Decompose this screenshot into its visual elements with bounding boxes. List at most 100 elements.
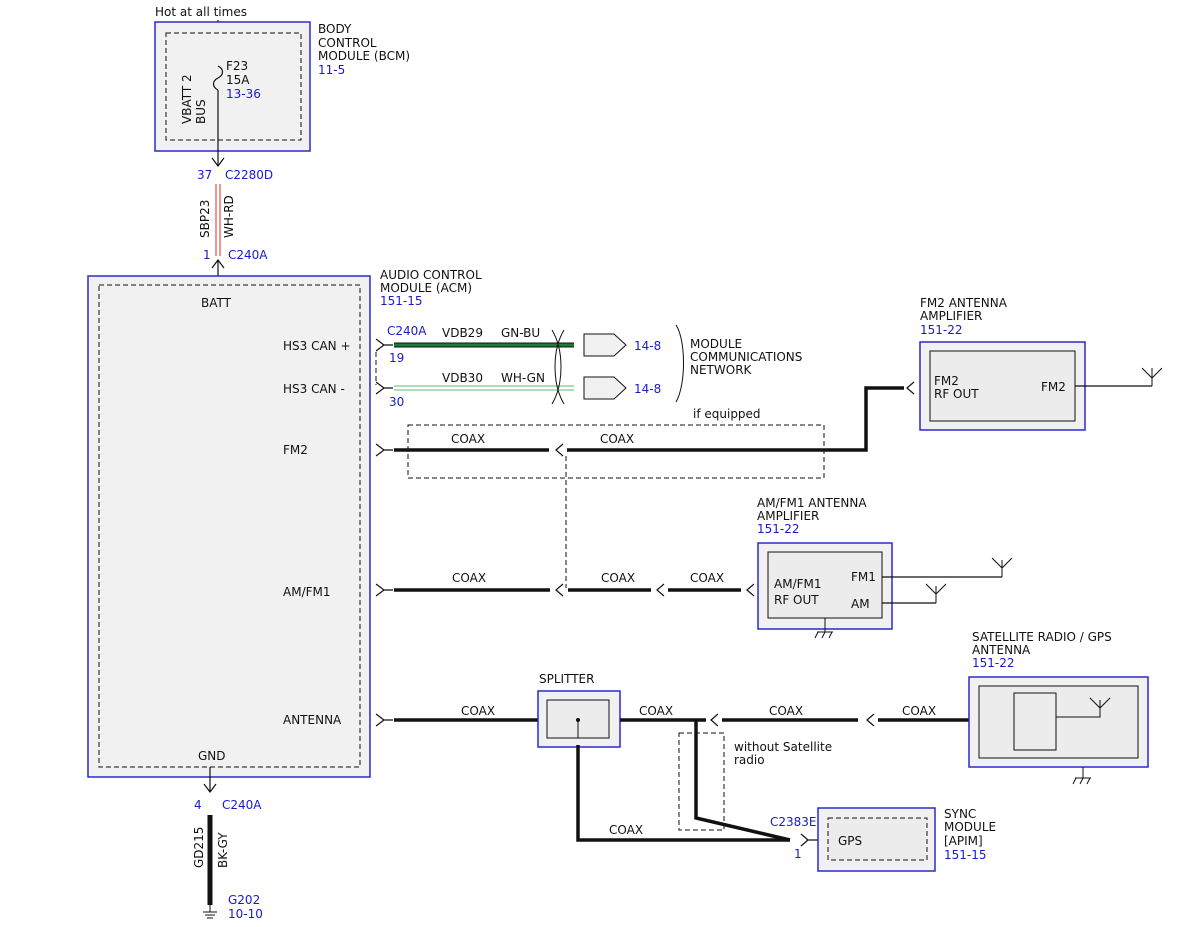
sync-name-3: [APIM] bbox=[944, 834, 983, 848]
amfm1-inline-connector-2 bbox=[656, 583, 665, 597]
fuse-ref: 13-36 bbox=[226, 87, 261, 101]
antenna-coax-label-3: COAX bbox=[769, 704, 803, 718]
fm2-coax-right bbox=[567, 386, 904, 452]
fuse-f23-symbol bbox=[212, 65, 224, 91]
fm2-coax-label-2: COAX bbox=[600, 432, 634, 446]
fuse-name: F23 bbox=[226, 59, 248, 73]
network-label-1: MODULE bbox=[690, 337, 742, 351]
antenna-inline-connector-2 bbox=[866, 713, 875, 727]
sync-name-2: MODULE bbox=[944, 820, 996, 834]
acm-pin-hs3-minus: HS3 CAN - bbox=[283, 382, 345, 396]
fuse-rating: 15A bbox=[226, 73, 250, 87]
vdb30-wire bbox=[394, 385, 574, 391]
acm-pin-hs3-plus: HS3 CAN + bbox=[283, 339, 351, 353]
amfm1-amp-ref: 151-22 bbox=[757, 522, 800, 536]
gps-coax-main bbox=[576, 745, 790, 842]
acm-pin-batt: BATT bbox=[201, 296, 232, 310]
sync-connector: C2383E bbox=[770, 815, 817, 829]
c240a-batt-pin: 1 bbox=[203, 248, 211, 262]
gps-coax-alt bbox=[694, 720, 791, 842]
gnd-connector-arrow bbox=[203, 783, 217, 793]
fm2-amp-fm2-pin: FM2 bbox=[1041, 380, 1066, 394]
can-minus-ref: 14-8 bbox=[634, 382, 661, 396]
sync-pin: 1 bbox=[794, 847, 802, 861]
bcm-module bbox=[154, 21, 311, 152]
fm2-coax-label-1: COAX bbox=[451, 432, 485, 446]
can-plus-pin: 19 bbox=[389, 351, 404, 365]
bcm-bus-label-1: VBATT 2 bbox=[180, 74, 194, 124]
fm2-inline-connector-arrow bbox=[555, 443, 564, 457]
sync-ref: 151-15 bbox=[944, 848, 987, 862]
antenna-coax-label-4: COAX bbox=[902, 704, 936, 718]
ground-name: G202 bbox=[228, 893, 260, 907]
acm-name-2: MODULE (ACM) bbox=[380, 281, 472, 295]
amfm1-inline-connector-1 bbox=[555, 583, 564, 597]
gd215-color: BK-GY bbox=[216, 832, 230, 868]
amfm1-coax-label-1: COAX bbox=[452, 571, 486, 585]
antenna-acm-connector-arrow bbox=[375, 713, 393, 727]
amfm1-coax-label-3: COAX bbox=[690, 571, 724, 585]
antenna-coax-label-1: COAX bbox=[461, 704, 495, 718]
c2280d-connector: C2280D bbox=[225, 168, 273, 182]
without-satellite-box bbox=[678, 732, 725, 831]
sync-connector-arrow bbox=[800, 833, 820, 847]
c2280d-connector-arrow bbox=[211, 157, 225, 167]
amfm1-coax-label-2: COAX bbox=[601, 571, 635, 585]
antenna-inline-connector-1 bbox=[710, 713, 719, 727]
sbp23-color: WH-RD bbox=[222, 195, 236, 238]
amfm1-antenna-amplifier bbox=[757, 542, 893, 630]
fm2-amp-name-2: AMPLIFIER bbox=[920, 309, 982, 323]
fm2-antenna-amplifier bbox=[919, 341, 1086, 431]
acm-module bbox=[87, 275, 371, 778]
gps-coax-label: COAX bbox=[609, 823, 643, 837]
bcm-name-1: BODY bbox=[318, 22, 352, 36]
c2280d-pin: 37 bbox=[197, 168, 212, 182]
amfm1-amp-fm1-pin: FM1 bbox=[851, 570, 876, 584]
vdb30-color: WH-GN bbox=[501, 371, 545, 385]
antenna-coax-label-2: COAX bbox=[639, 704, 673, 718]
vdb29-circuit: VDB29 bbox=[442, 326, 483, 340]
sbp23-wire bbox=[215, 184, 221, 256]
fm2-amp-connector-arrow bbox=[906, 381, 915, 395]
amfm1-ground-icon bbox=[814, 618, 833, 639]
am-antenna-icon bbox=[925, 583, 947, 603]
sat-antenna-name-1: SATELLITE RADIO / GPS bbox=[972, 630, 1112, 644]
c240a-batt-connector: C240A bbox=[228, 248, 268, 262]
splitter bbox=[537, 690, 621, 748]
sync-module bbox=[817, 807, 936, 872]
bcm-bus-label-2: BUS bbox=[194, 99, 208, 124]
amfm1-amp-am-pin: AM bbox=[851, 597, 870, 611]
acm-pin-amfm1: AM/FM1 bbox=[283, 585, 331, 599]
sync-gps-label: GPS bbox=[838, 834, 862, 848]
fm2-antenna-icon bbox=[1141, 367, 1163, 386]
can-plus-connector-arrow bbox=[375, 338, 393, 352]
fm2-amp-out-1: FM2 bbox=[934, 374, 959, 388]
acm-name-1: AUDIO CONTROL bbox=[380, 268, 482, 282]
sbp23-circuit: SBP23 bbox=[198, 200, 212, 238]
splitter-label: SPLITTER bbox=[539, 672, 594, 686]
without-satellite-note-1: without Satellite bbox=[734, 740, 832, 754]
ground-ref: 10-10 bbox=[228, 907, 263, 921]
can-connector: C240A bbox=[387, 324, 427, 338]
fm2-amp-ref: 151-22 bbox=[920, 323, 963, 337]
network-bracket bbox=[675, 324, 684, 403]
fm2-amp-name-1: FM2 ANTENNA bbox=[920, 296, 1008, 310]
bcm-ref: 11-5 bbox=[318, 63, 345, 77]
vdb30-circuit: VDB30 bbox=[442, 371, 483, 385]
can-minus-pin: 30 bbox=[389, 395, 404, 409]
sat-antenna-ref: 151-22 bbox=[972, 656, 1015, 670]
if-equipped-note: if equipped bbox=[693, 407, 761, 421]
acm-pin-antenna: ANTENNA bbox=[283, 713, 342, 727]
acm-ref: 151-15 bbox=[380, 294, 423, 308]
acm-pin-gnd: GND bbox=[198, 749, 226, 763]
can-minus-network-connector bbox=[583, 376, 627, 400]
network-label-3: NETWORK bbox=[690, 363, 753, 377]
amfm1-amp-out-1: AM/FM1 bbox=[774, 577, 822, 591]
twisted-pair-symbol bbox=[551, 329, 565, 405]
hot-at-all-times-note: Hot at all times bbox=[155, 5, 247, 19]
fm2-acm-connector-arrow bbox=[375, 443, 393, 457]
bcm-name-3: MODULE (BCM) bbox=[318, 49, 410, 63]
amfm1-amp-name-1: AM/FM1 ANTENNA bbox=[757, 496, 867, 510]
sat-antenna-ground-icon bbox=[1072, 767, 1091, 785]
satellite-gps-antenna bbox=[968, 676, 1149, 768]
